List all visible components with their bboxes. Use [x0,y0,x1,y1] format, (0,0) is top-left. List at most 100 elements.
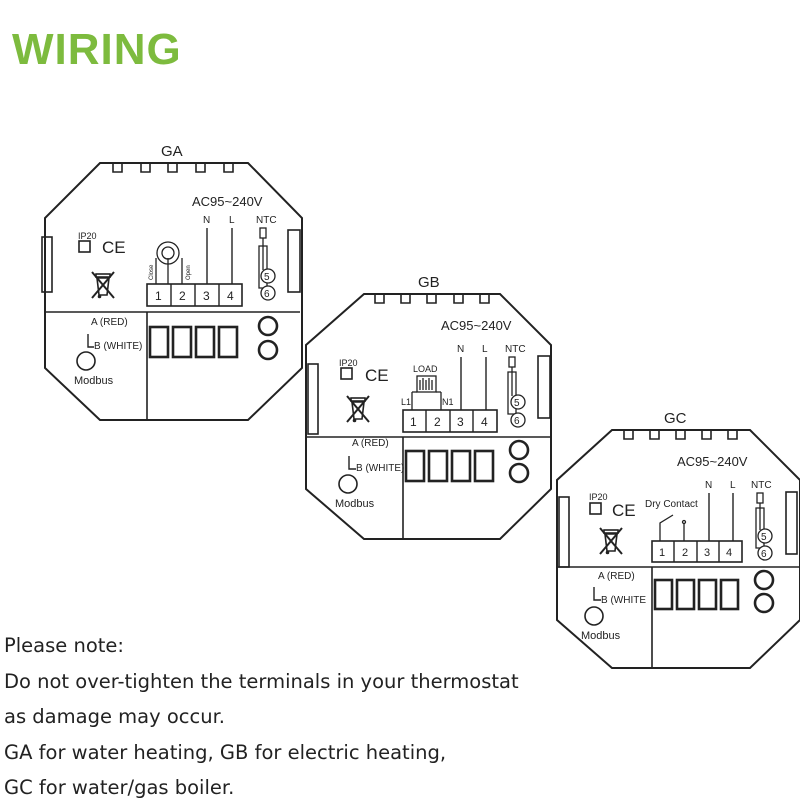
terminal-number: 2 [682,547,688,559]
ntc-label: NTC [256,215,277,226]
ip-rating-label: IP20 [589,492,608,502]
modbus-port [338,474,358,494]
bus-b-label: B (WHITE) [94,341,142,352]
bus-a-label: A (RED) [352,438,389,449]
note-line: GA for water heating, GB for electric he… [4,740,447,764]
side-clip-right [287,229,301,293]
terminal-number: 2 [179,289,186,303]
close-label: Close [149,264,155,280]
relay-circle [257,339,279,361]
supply-voltage-label: AC95~240V [192,194,263,209]
relay-circle [508,462,530,484]
supply-voltage-label: AC95~240V [441,318,512,333]
ce-mark: CE [102,238,126,257]
l1-label: L1 [401,397,411,407]
bus-wire [348,456,356,470]
terminal-number: 4 [481,415,488,429]
modbus-port [76,351,96,371]
relay-circle [508,439,530,461]
terminal-block: 1 2 3 4 [402,409,498,433]
unit-label: GA [161,143,183,160]
terminal-number: 3 [203,289,210,303]
dry-contact-icon [659,514,687,541]
bus-a-label: A (RED) [598,571,635,582]
modbus-label: Modbus [335,498,375,510]
ip-rating-label: IP20 [78,231,97,241]
terminal-number: 3 [704,547,710,559]
n1-label: N1 [442,397,454,407]
ntc-label: NTC [751,480,772,491]
terminal-number: 4 [227,289,234,303]
note-line: GC for water/gas boiler. [4,776,235,799]
side-clip-left [41,236,53,293]
bus-wire [593,587,601,601]
notes-block: Please note: Do not over-tighten the ter… [4,628,564,806]
sensor-terminal-number: 6 [264,289,270,300]
load-label: LOAD [413,364,438,374]
live-label: L [229,215,235,226]
sensor-terminal-number: 6 [761,549,767,560]
relay-circle [257,315,279,337]
housing-outline [44,162,303,421]
live-label: L [482,344,488,355]
supply-wires [460,357,487,410]
relay-circle [753,569,775,591]
terminal-number: 1 [155,289,162,303]
unit-gc: GC AC95~240V N L NTC Dry Contact 1 2 3 4… [556,410,800,669]
terminal-number: 1 [659,547,665,559]
sensor-terminal-number: 6 [514,416,520,427]
open-label: Open [186,265,192,280]
weee-icon [90,270,116,300]
page-title: WIRING [12,25,182,74]
neutral-label: N [203,215,210,226]
sensor-terminal-number: 5 [514,398,520,409]
note-line: Do not over-tighten the terminals in you… [4,669,519,693]
housing-outline [305,293,552,540]
ip-rating-label: IP20 [339,358,358,368]
bus-a-label: A (RED) [91,317,128,328]
bus-b-label: B (WHITE) [356,463,404,474]
bus-b-label: B (WHITE [601,595,646,606]
modbus-label: Modbus [581,630,621,642]
ip20-icon [340,367,353,380]
side-clip-left [307,363,319,435]
ip20-icon [589,502,602,515]
terminal-number: 1 [410,415,417,429]
note-line: as damage may occur. [4,705,225,728]
top-clips [623,430,738,440]
modbus-port [584,606,604,626]
terminal-block: 1 2 3 4 [146,283,243,307]
side-clip-right [537,355,551,419]
sensor-terminal-number: 5 [264,272,270,283]
sensor-terminal-number: 5 [761,532,767,543]
bus-wire [87,334,94,348]
top-clips [112,163,234,173]
supply-wires [206,228,233,284]
terminal-number: 4 [726,547,732,559]
neutral-label: N [705,480,712,491]
connector-slots [653,578,740,611]
connector-slots [404,449,495,483]
terminal-block: 1 2 3 4 [651,540,743,563]
side-clip-right [785,491,798,555]
relay-circle [753,592,775,614]
heating-element-icon [411,375,442,410]
terminal-number: 3 [457,415,464,429]
supply-voltage-label: AC95~240V [677,454,748,469]
dry-contact-label: Dry Contact [645,499,698,510]
ip20-icon [78,240,91,253]
supply-wires [708,493,734,541]
unit-label: GC [664,410,687,427]
unit-ga: GA AC95~240V N L NTC Close Open 1 2 3 4 [41,143,303,421]
live-label: L [730,480,736,491]
modbus-label: Modbus [74,375,114,387]
ce-mark: CE [365,366,389,385]
top-clips [374,294,490,304]
note-heading: Please note: [4,634,124,657]
unit-gb: GB AC95~240V N L NTC LOAD L1 N1 1 2 3 4 [305,274,552,540]
ce-mark: CE [612,501,636,520]
valve-actuator-icon [155,241,183,284]
unit-label: GB [418,274,440,291]
ntc-label: NTC [505,344,526,355]
